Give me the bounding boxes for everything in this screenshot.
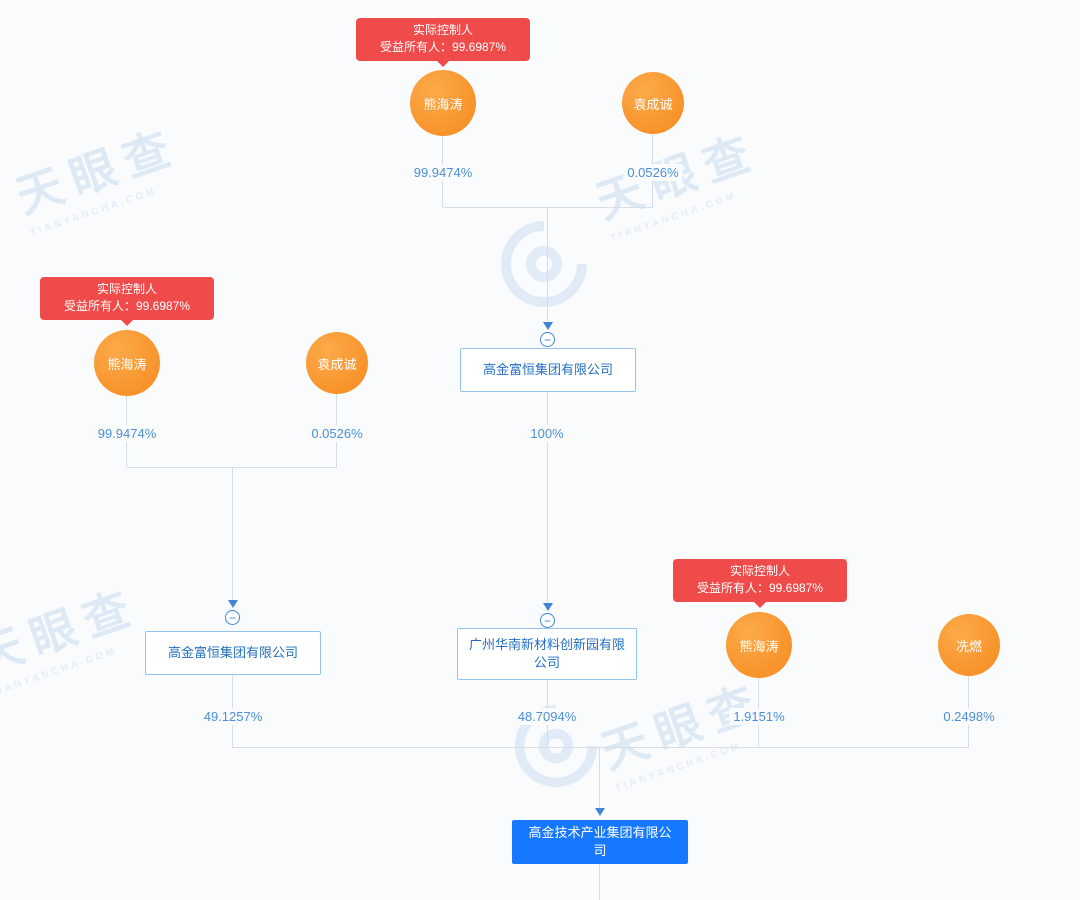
- percent-label: 99.9474%: [93, 425, 161, 442]
- percent-label: 48.7094%: [513, 708, 581, 725]
- arrow-down-icon: [228, 600, 238, 608]
- person-node[interactable]: 冼燃: [938, 614, 1000, 676]
- connector-line: [547, 207, 548, 322]
- controller-badge-line2: 受益所有人：99.6987%: [63, 299, 191, 314]
- connector-line: [232, 747, 969, 748]
- collapse-minus-icon[interactable]: −: [540, 332, 555, 347]
- arrow-down-icon: [543, 603, 553, 611]
- percent-label: 99.9474%: [409, 164, 477, 181]
- watermark: 天眼查 TIANYANCHA.COM: [0, 570, 151, 699]
- watermark-domain: TIANYANCHA.COM: [608, 190, 739, 245]
- controller-badge-line1: 实际控制人: [412, 23, 473, 37]
- watermark-domain: TIANYANCHA.COM: [28, 185, 159, 240]
- percent-label: 0.2498%: [939, 708, 999, 725]
- watermark: 天眼查 TIANYANCHA.COM: [592, 665, 777, 794]
- person-node[interactable]: 熊海涛: [94, 330, 160, 396]
- company-node[interactable]: 高金富恒集团有限公司: [460, 348, 636, 392]
- person-node[interactable]: 袁成诚: [622, 72, 684, 134]
- root-company-node[interactable]: 高金技术产业集团有限公司: [512, 820, 688, 864]
- connector-line: [599, 864, 600, 900]
- percent-label: 49.1257%: [199, 708, 267, 725]
- collapse-minus-icon[interactable]: −: [225, 610, 240, 625]
- connector-line: [443, 207, 653, 208]
- controller-badge: 实际控制人 受益所有人：99.6987%: [673, 559, 847, 602]
- controller-badge: 实际控制人 受益所有人：99.6987%: [40, 277, 214, 320]
- watermark-domain: TIANYANCHA.COM: [0, 645, 119, 700]
- percent-label: 1.9151%: [729, 708, 789, 725]
- person-node[interactable]: 熊海涛: [726, 612, 792, 678]
- controller-badge-line1: 实际控制人: [96, 282, 157, 296]
- arrow-down-icon: [595, 808, 605, 816]
- controller-badge-line2: 受益所有人：99.6987%: [379, 40, 507, 55]
- percent-label: 100%: [526, 425, 568, 442]
- connector-line: [232, 467, 233, 600]
- connector-line: [599, 747, 600, 808]
- person-node[interactable]: 袁成诚: [306, 332, 368, 394]
- company-node[interactable]: 广州华南新材料创新园有限公司: [457, 628, 637, 680]
- watermark-logo-icon: [501, 221, 587, 307]
- watermark-brand: 天眼查: [9, 119, 186, 224]
- controller-badge: 实际控制人 受益所有人：99.6987%: [356, 18, 530, 61]
- percent-label: 0.0526%: [307, 425, 367, 442]
- watermark: 天眼查 TIANYANCHA.COM: [7, 110, 192, 239]
- collapse-minus-icon[interactable]: −: [540, 613, 555, 628]
- connector-line: [547, 392, 548, 603]
- watermark-brand: 天眼查: [0, 579, 146, 684]
- company-node[interactable]: 高金富恒集团有限公司: [145, 631, 321, 675]
- watermark-domain: TIANYANCHA.COM: [613, 740, 744, 795]
- arrow-down-icon: [543, 322, 553, 330]
- percent-label: 0.0526%: [623, 164, 683, 181]
- controller-badge-line2: 受益所有人：99.6987%: [696, 581, 824, 596]
- person-node[interactable]: 熊海涛: [410, 70, 476, 136]
- controller-badge-line1: 实际控制人: [729, 564, 790, 578]
